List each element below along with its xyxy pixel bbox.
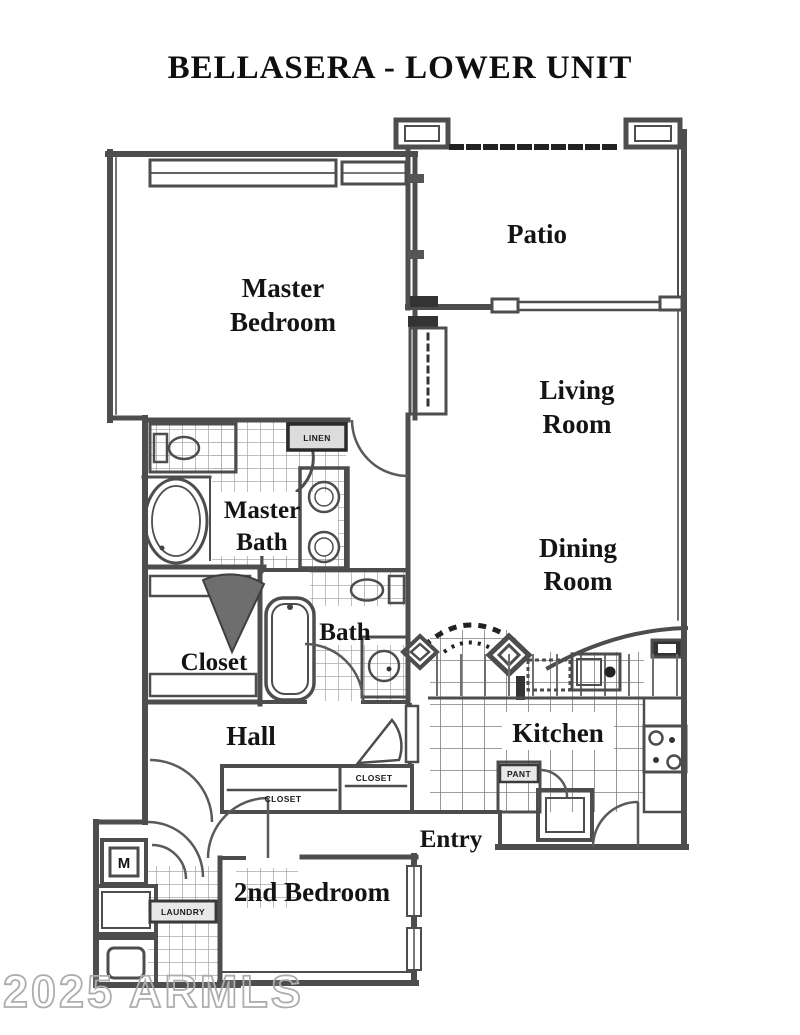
- media-niche: [408, 326, 448, 416]
- room-label-master-bedroom-line2: Bedroom: [230, 307, 337, 337]
- stove-icon: [642, 724, 688, 774]
- dishwasher-icon: [526, 658, 572, 692]
- dryer-icon: [94, 936, 158, 986]
- pantry-walls: [496, 760, 542, 814]
- tub-icon-bath: [264, 596, 316, 702]
- sink-icon-bath: [367, 649, 401, 683]
- room-label-living-room-line2: Room: [543, 409, 612, 439]
- room-label-closet: Closet: [181, 649, 248, 676]
- room-label-dining-room-line1: Dining: [539, 533, 618, 563]
- linen-box: [286, 422, 348, 452]
- room-label-living-room-line1: Living: [539, 375, 615, 405]
- room-label-patio: Patio: [507, 219, 567, 249]
- room-label-dining-room-line2: Room: [544, 566, 613, 596]
- toilet-icon-master: [152, 432, 169, 464]
- bath-door-arc: [304, 642, 365, 703]
- toilet-icon-bath: [387, 574, 406, 605]
- patio-column-left: [393, 117, 451, 150]
- hall-closet-door-wedge: [355, 718, 403, 765]
- laundry-box: [148, 899, 218, 924]
- laundry-door-arc: [147, 820, 205, 878]
- bath-fixtures: [264, 574, 410, 702]
- door-arcs: [147, 419, 640, 880]
- hall-closet-label-1: CLOSET: [265, 794, 302, 804]
- page-title: BELLASERA - LOWER UNIT: [167, 50, 633, 86]
- master-vanity: [298, 466, 350, 570]
- hall-closet-walls: [220, 764, 414, 814]
- tub-icon-master: [143, 477, 209, 565]
- room-label-second-bedroom: 2nd Bedroom: [234, 877, 391, 907]
- room-label-master-bath-line2: Bath: [236, 529, 288, 556]
- laundry-tile-2: [236, 868, 298, 908]
- kitchen-sink-icon: [570, 652, 622, 692]
- bedroom-door-arc: [206, 796, 270, 859]
- room-label-entry: Entry: [420, 826, 483, 853]
- kitchen-fixtures: [428, 652, 688, 814]
- master-bath-door-arc: [350, 419, 409, 478]
- room-label-master-bedroom-line1: Master: [242, 273, 324, 303]
- armls-watermark: 2025 ARMLS: [2, 965, 304, 1018]
- room-label-master-bath-line1: Master: [224, 497, 300, 524]
- entry-door-arc: [591, 800, 640, 848]
- bath-vanity: [360, 635, 410, 699]
- room-label-kitchen: Kitchen: [512, 718, 604, 748]
- laundry-label: LAUNDRY: [161, 907, 205, 917]
- small-label-boxes: [148, 422, 540, 924]
- sink-icon-master-2: [307, 530, 341, 564]
- master-bath-fixtures: [143, 422, 350, 570]
- mechanical-door-arc: [151, 843, 188, 880]
- closet-details: [148, 573, 403, 765]
- washer-icon: [94, 884, 158, 936]
- pantry-box: [498, 763, 540, 784]
- hall-closet-label-2: CLOSET: [356, 773, 393, 783]
- sliding-door-handle: [490, 297, 520, 314]
- closet-door-wedge: [201, 573, 266, 655]
- linen-label: LINEN: [303, 433, 331, 443]
- pantry-door-arc: [539, 768, 569, 798]
- room-label-bath: Bath: [319, 619, 371, 646]
- mechanical-label: M: [118, 855, 131, 872]
- fixture-labels: LINEN CLOSET CLOSET PANT LAUNDRY M: [118, 433, 532, 917]
- room-label-hall: Hall: [226, 721, 276, 751]
- sink-icon-master-1: [307, 480, 341, 514]
- pantry-label: PANT: [507, 769, 532, 779]
- hall-door-arc: [149, 758, 214, 823]
- room-labels: Master Bedroom Patio Living Room Dining …: [181, 219, 618, 907]
